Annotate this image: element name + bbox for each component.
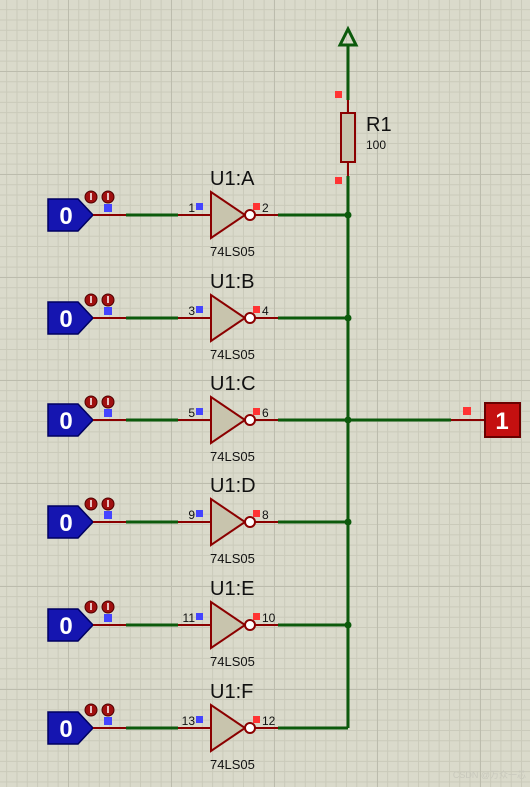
pin-number-out: 6 <box>262 406 269 420</box>
pin-marker <box>104 717 112 725</box>
pin-number-in: 11 <box>183 611 196 625</box>
junction-dot <box>344 314 352 322</box>
inverter-gate-icon[interactable] <box>210 600 247 650</box>
gate-part: 74LS05 <box>210 551 255 566</box>
pin-marker <box>335 91 342 98</box>
toggle-icon[interactable] <box>101 293 115 307</box>
gate-part: 74LS05 <box>210 757 255 772</box>
wires <box>126 45 451 730</box>
pin-number-in: 3 <box>188 304 195 318</box>
resistor-value: 100 <box>366 138 386 152</box>
pin-marker <box>253 613 260 620</box>
pin-marker <box>253 306 260 313</box>
toggle-icon[interactable] <box>101 497 115 511</box>
gate-part: 74LS05 <box>210 654 255 669</box>
toggle-icon[interactable] <box>84 190 98 204</box>
pin-marker <box>253 716 260 723</box>
gate-part: 74LS05 <box>210 347 255 362</box>
gate-ref: U1:E <box>210 578 254 600</box>
gate-row-u1-b[interactable]: 0 U1:B 74LS05 3 4 <box>47 271 278 362</box>
logic-state-input[interactable]: 0 <box>47 608 95 642</box>
pin-marker <box>253 510 260 517</box>
gate-row-u1-c[interactable]: 0 U1:C 74LS05 5 6 <box>47 373 278 464</box>
pin-marker <box>104 409 112 417</box>
logic-probe-output[interactable]: 1 <box>451 402 521 438</box>
toggle-icon[interactable] <box>84 600 98 614</box>
pin-number-out: 4 <box>262 304 269 318</box>
logic-state-input[interactable]: 0 <box>47 711 95 745</box>
gate-ref: U1:B <box>210 271 254 293</box>
input-state: 0 <box>59 306 72 333</box>
pin-number-in: 9 <box>188 508 195 522</box>
pin-marker <box>196 408 203 415</box>
logic-state-input[interactable]: 0 <box>47 403 95 437</box>
input-state: 0 <box>59 510 72 537</box>
toggle-icon[interactable] <box>84 395 98 409</box>
inverter-gate-icon[interactable] <box>210 190 247 240</box>
pin-marker <box>335 177 342 184</box>
gate-part: 74LS05 <box>210 449 255 464</box>
probe-state: 1 <box>495 408 508 435</box>
pin-number-out: 10 <box>262 611 276 625</box>
junction-dot <box>344 211 352 219</box>
pin-marker <box>196 716 203 723</box>
gate-ref: U1:C <box>210 373 256 395</box>
gate-row-u1-d[interactable]: 0 U1:D 74LS05 9 8 <box>47 475 278 566</box>
logic-state-input[interactable]: 0 <box>47 505 95 539</box>
junction-dot <box>344 518 352 526</box>
gate-row-u1-f[interactable]: 0 U1:F 74LS05 13 12 <box>47 681 278 772</box>
toggle-icon[interactable] <box>101 190 115 204</box>
toggle-icon[interactable] <box>101 600 115 614</box>
inverter-gate-icon[interactable] <box>210 497 247 547</box>
pin-number-in: 5 <box>188 406 195 420</box>
resistor-ref: R1 <box>366 114 392 136</box>
toggle-icon[interactable] <box>84 293 98 307</box>
inverter-gate-icon[interactable] <box>210 395 247 445</box>
pin-marker <box>104 307 112 315</box>
power-arrow-icon[interactable] <box>337 25 359 47</box>
toggle-icon[interactable] <box>101 395 115 409</box>
gate-ref: U1:F <box>210 681 253 703</box>
toggle-icon[interactable] <box>84 497 98 511</box>
pin-marker <box>104 614 112 622</box>
watermark: CSDN @万众一芯 <box>452 770 526 780</box>
pin-marker <box>104 511 112 519</box>
junction-dot <box>344 416 352 424</box>
resistor-r1[interactable]: R1 100 <box>335 91 392 184</box>
input-state: 0 <box>59 408 72 435</box>
gate-ref: U1:A <box>210 168 255 190</box>
pin-number-in: 1 <box>188 201 195 215</box>
pin-marker <box>104 204 112 212</box>
pin-marker <box>196 203 203 210</box>
pin-marker <box>196 613 203 620</box>
pin-marker <box>253 408 260 415</box>
pin-number-in: 13 <box>182 714 196 728</box>
pin-marker <box>253 203 260 210</box>
inverter-gate-icon[interactable] <box>210 293 247 343</box>
junction-dot <box>344 621 352 629</box>
pin-number-out: 12 <box>262 714 276 728</box>
input-state: 0 <box>59 716 72 743</box>
gate-ref: U1:D <box>210 475 256 497</box>
pin-number-out: 8 <box>262 508 269 522</box>
toggle-icon[interactable] <box>101 703 115 717</box>
pin-marker <box>196 306 203 313</box>
pin-marker <box>196 510 203 517</box>
gate-row-u1-a[interactable]: 0 U1:A 74LS05 1 2 <box>47 168 278 259</box>
logic-state-input[interactable]: 0 <box>47 301 95 335</box>
toggle-icon[interactable] <box>84 703 98 717</box>
logic-state-input[interactable]: 0 <box>47 198 95 232</box>
pin-marker <box>463 407 471 415</box>
gate-part: 74LS05 <box>210 244 255 259</box>
gate-row-u1-e[interactable]: 0 U1:E 74LS05 11 10 <box>47 578 278 669</box>
inverter-gate-icon[interactable] <box>210 703 247 753</box>
input-state: 0 <box>59 203 72 230</box>
pin-number-out: 2 <box>262 201 269 215</box>
input-state: 0 <box>59 613 72 640</box>
